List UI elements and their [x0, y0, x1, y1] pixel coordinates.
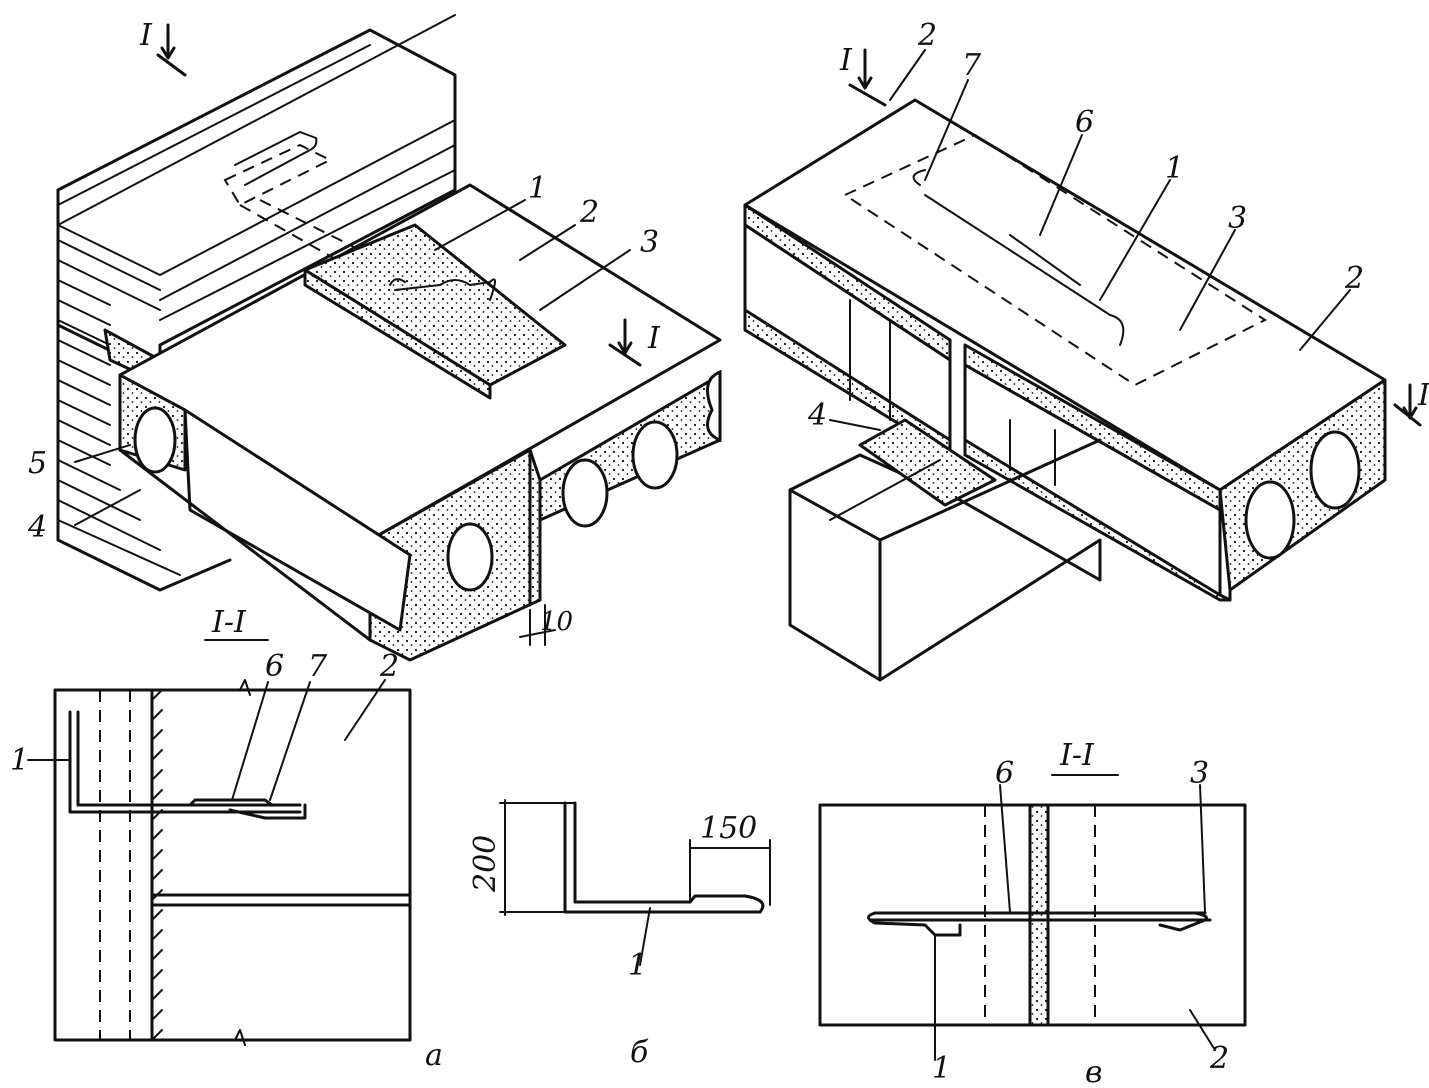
- callout-label: 1: [528, 171, 547, 206]
- view-letter: а: [425, 1038, 443, 1073]
- anchor-plate-left: [303, 223, 567, 400]
- callout-label: 1: [10, 743, 29, 778]
- callout-label: 1: [628, 948, 647, 983]
- dimension-label: 10: [540, 607, 573, 637]
- callout-label: 4: [807, 398, 827, 433]
- section-mark-top-left: I I: [139, 18, 661, 367]
- hollow-slab-right-isometric: [743, 98, 1387, 602]
- callout-label: 2: [379, 649, 399, 684]
- section-label: I: [839, 43, 853, 78]
- hollow-slab-left: [103, 183, 722, 662]
- dimension-label: 150: [700, 811, 757, 846]
- section-b: 150 200 1 б: [468, 799, 771, 1070]
- section-a: I-I 1 6 7 2 а: [10, 605, 443, 1073]
- section-v: I-I 6 3 1 2 в: [818, 738, 1247, 1088]
- callout-label: 2: [1344, 261, 1364, 296]
- dimension-label: 200: [468, 835, 503, 893]
- section-label: I: [647, 321, 661, 356]
- callout-label: 6: [995, 756, 1014, 791]
- callout-label: 5: [28, 446, 47, 481]
- callout-label: 7: [308, 649, 328, 684]
- section-title: I-I: [1059, 738, 1095, 773]
- callout-label: 3: [1190, 756, 1209, 791]
- callout-label: 1: [1165, 151, 1184, 186]
- section-label: I: [1417, 378, 1429, 413]
- section-title: I-I: [211, 605, 247, 640]
- callout-label: 2: [579, 195, 599, 230]
- view-letter: б: [630, 1035, 649, 1070]
- callout-label: 2: [1209, 1041, 1229, 1076]
- callout-label: 2: [917, 18, 937, 53]
- callout-label: 6: [1075, 105, 1094, 140]
- section-label: I: [139, 18, 153, 53]
- callout-label: 6: [265, 649, 284, 684]
- callouts-top-right: 2 7 6 1 3 2 4: [807, 18, 1364, 433]
- callout-label: 4: [27, 510, 47, 545]
- callout-label: 7: [962, 48, 982, 83]
- callout-label: 1: [932, 1051, 951, 1086]
- callout-label: 3: [640, 225, 659, 260]
- callouts-top-left: 1 2 3 4 5 10: [27, 171, 659, 646]
- support-block-right: [788, 418, 1102, 682]
- callout-label: 3: [1228, 201, 1247, 236]
- view-letter: в: [1085, 1055, 1102, 1088]
- section-mark-top-right: I I: [839, 43, 1429, 427]
